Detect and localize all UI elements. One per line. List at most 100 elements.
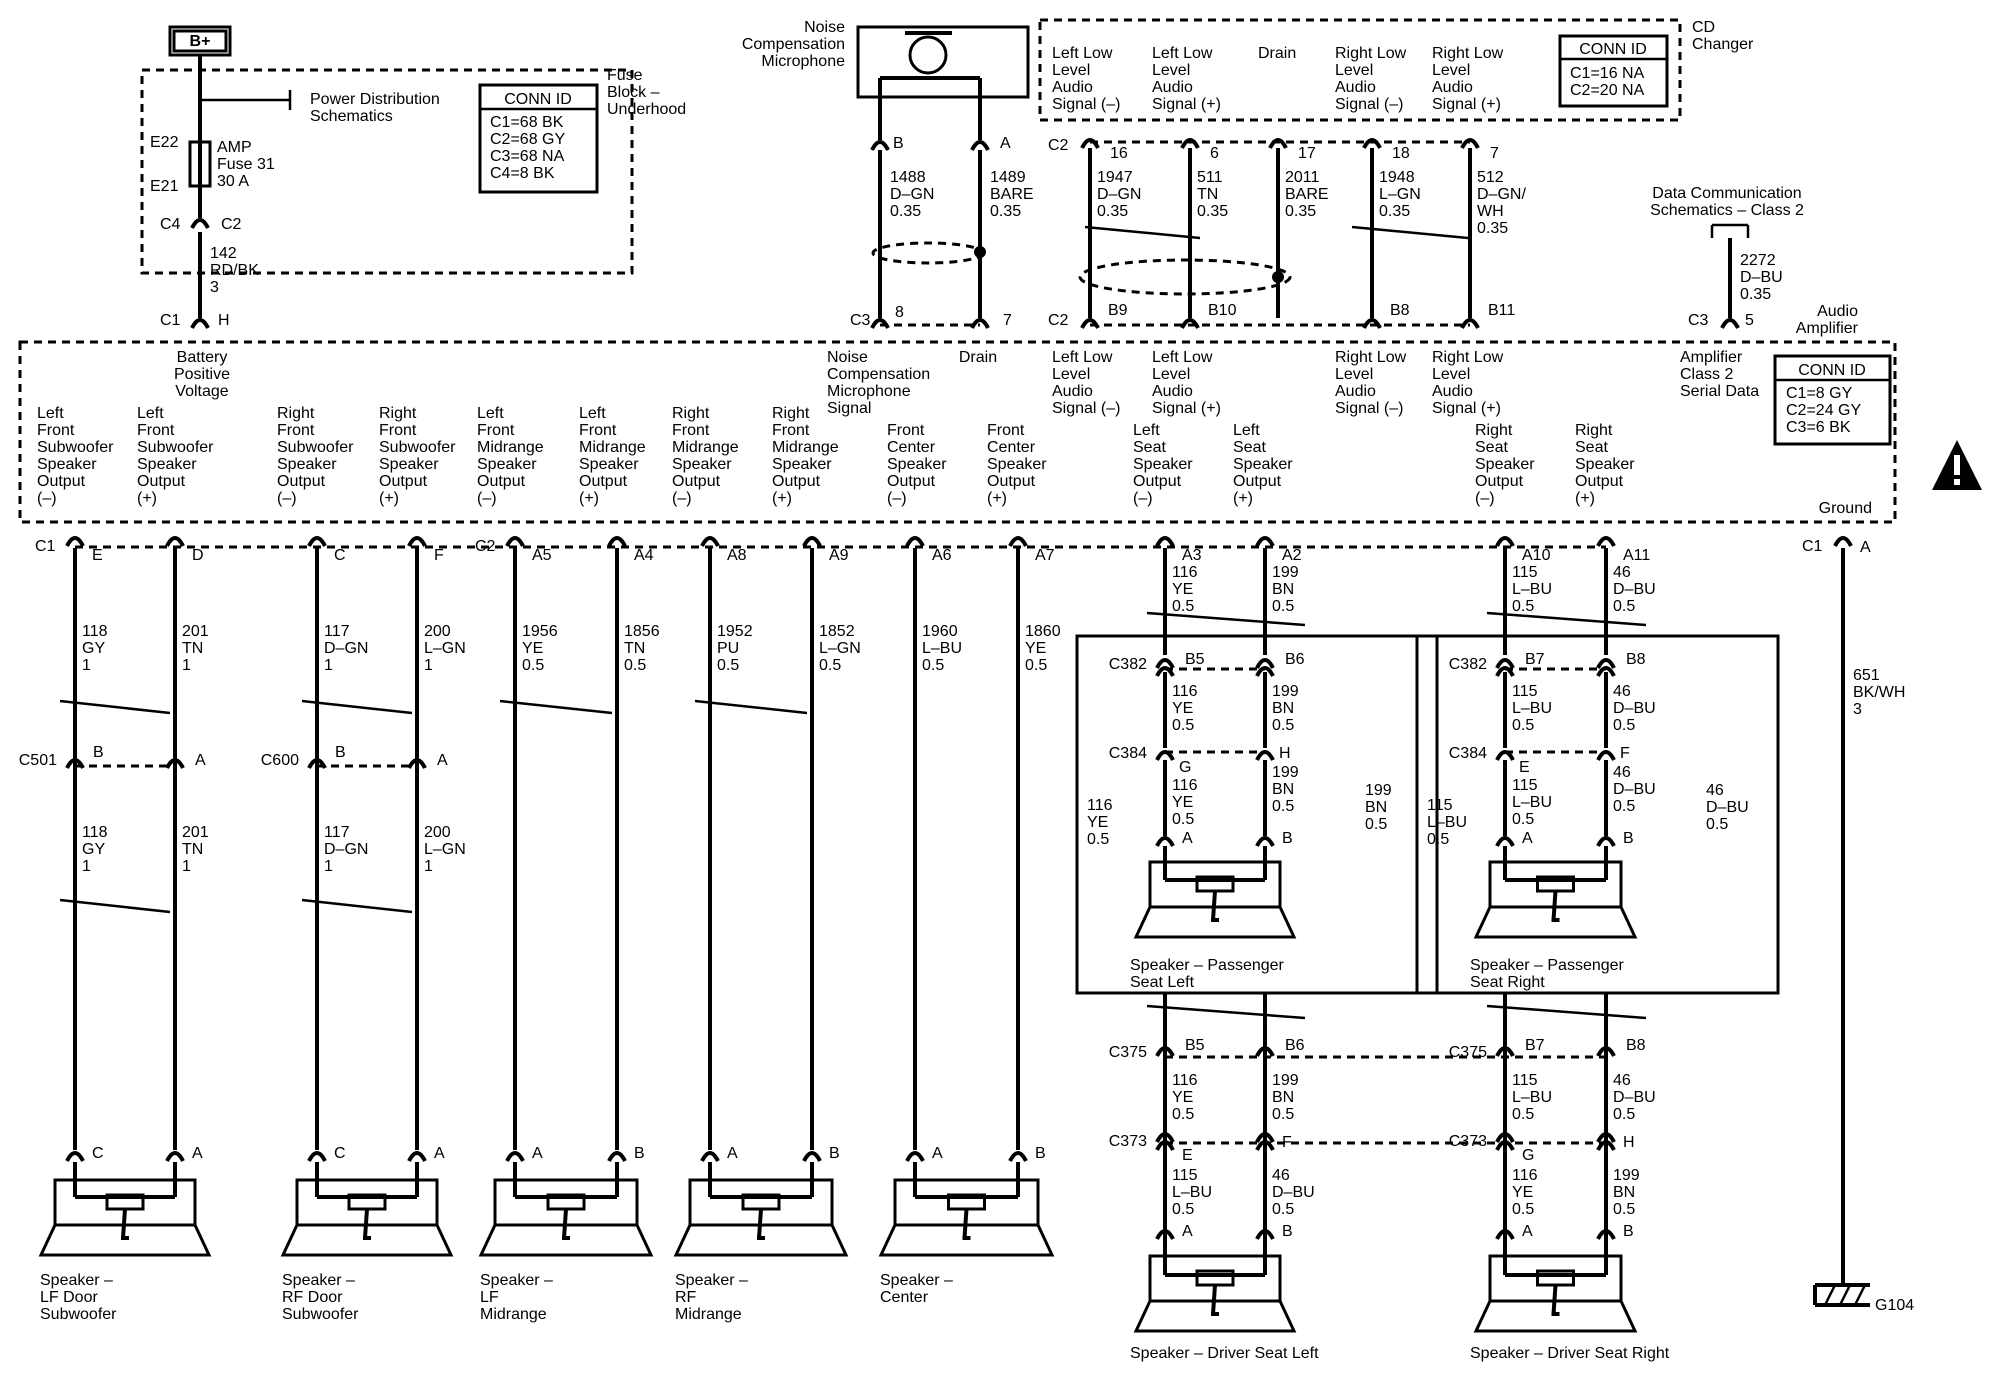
cd-input-label: Level [1052,366,1090,383]
connector-terminal [1596,536,1616,547]
amp-pin-8: 8 [895,304,904,321]
wire-label: YE [1172,700,1193,717]
cd-input-label: Signal (–) [1052,400,1120,417]
cd-input-label: Audio [1432,383,1473,400]
connector-terminal [802,1151,822,1162]
output-label: Seat [1133,439,1166,456]
driver-speaker-right-cone [1473,1299,1638,1333]
speaker-label: Seat Left [1130,974,1195,991]
wire-label: 199 [1365,782,1392,799]
output-label: (–) [1133,490,1153,507]
pin-label: B7 [1525,1037,1545,1054]
cd-input-label: Right Low [1432,349,1504,366]
pin-label: E [1182,1147,1193,1164]
pin-label: H [1623,1134,1635,1151]
power-distribution-text: Power Distribution [310,91,440,108]
cd-input-label: Signal (+) [1152,400,1221,417]
wire-label: D–BU [1613,581,1656,598]
connector-terminal [905,536,925,547]
fuse-conn-id-entry: C3=68 NA [490,148,565,165]
mic-pin-a: A [1000,135,1011,152]
connector-terminal [870,140,890,151]
cd-wire-label: 0.35 [1285,203,1316,220]
pin-label: B8 [1626,1037,1646,1054]
output-label: Output [987,473,1036,490]
datacomm-wire-label: D–BU [1740,269,1783,286]
output-label: (–) [477,490,497,507]
class2-serial-label: Class 2 [1680,366,1733,383]
pin-label: F [1620,745,1630,762]
cd-wire-label: 0.35 [1197,203,1228,220]
wire-label: YE [1172,794,1193,811]
amp-output-pin: A10 [1522,547,1551,564]
fuse-label: 30 A [217,173,249,190]
wire-break-mark [301,699,413,715]
seat-outline [1415,634,1780,995]
wire-label: 116 [1172,683,1198,700]
wire-break-mark [1838,1284,1852,1306]
speaker-0-cone [38,1223,212,1257]
wire-label: 116 [1512,1167,1538,1184]
cd-changer-title: Changer [1692,36,1754,53]
connector-terminal [1495,1229,1515,1240]
wire-label: 1856 [624,623,660,640]
wire-label: 118 [82,623,108,640]
connector-terminal [700,536,720,547]
connector-terminal [1255,658,1275,669]
amp-conn-c1: C1 [35,538,56,555]
connector-c375: C375 [1109,1044,1147,1061]
output-label: Speaker [277,456,337,473]
wire-label: L–BU [1512,581,1552,598]
wire-break-mark [59,898,171,914]
cd-conn-id-box [1558,34,1669,108]
connector-c384: C384 [1449,745,1487,762]
wire-label: L–GN [424,640,466,657]
wire-label: 0.5 [1706,816,1728,833]
mic-wire-b-label: 1488 [890,169,926,186]
amp-conn-id-entry: C2=24 GY [1786,402,1861,419]
wire-break-mark [59,699,171,715]
output-label: Left [1233,422,1260,439]
cd-signal-label: Level [1152,62,1190,79]
connector-terminal [1008,1151,1028,1162]
cd-wire-label: 0.35 [1477,220,1508,237]
pin-label: B6 [1285,1037,1305,1054]
output-label: (–) [672,490,692,507]
wire-label: 0.5 [1025,657,1047,674]
wire-label: 0.5 [1613,1106,1635,1123]
mic-title: Microphone [761,53,845,70]
amp-conn-c1: C1 [160,312,181,329]
output-label: (+) [772,490,792,507]
connector-terminal [505,1151,525,1162]
wire-label: 199 [1272,764,1299,781]
shield-drain-dot [974,246,986,258]
conn-id-title: CONN ID [1579,41,1647,58]
connector-terminal [65,1151,85,1162]
wire-label: 1956 [522,623,558,640]
output-label: (+) [987,490,1007,507]
battery-wire-label: RD/BK [210,262,259,279]
output-label: (+) [579,490,599,507]
speaker-pin: B [1035,1145,1046,1162]
connector-terminal [1180,318,1200,329]
datacomm-title: Data Communication [1652,185,1801,202]
wire-label: 0.5 [522,657,544,674]
cd-signal-label: Audio [1052,79,1093,96]
cd-signal-label: Audio [1432,79,1473,96]
output-label: Output [37,473,86,490]
connector-terminal [970,140,990,151]
battery-positive-label: Positive [174,366,230,383]
wire-label: 0.5 [1172,598,1194,615]
speaker-label: Speaker – [675,1272,748,1289]
output-label: Subwoofer [137,439,214,456]
connector-terminal [1833,536,1853,547]
speaker-pin: A [192,1145,203,1162]
speaker-label: Speaker – [40,1272,113,1289]
wire-label: 0.5 [1613,1201,1635,1218]
amp-conn-c2: C2 [475,538,496,555]
amp-conn-c2: C2 [1048,312,1069,329]
pin-label: B5 [1185,651,1205,668]
wire-label: 116 [1172,1072,1198,1089]
amp-output-pin: A2 [1282,547,1302,564]
wire-label: 0.5 [1172,717,1194,734]
